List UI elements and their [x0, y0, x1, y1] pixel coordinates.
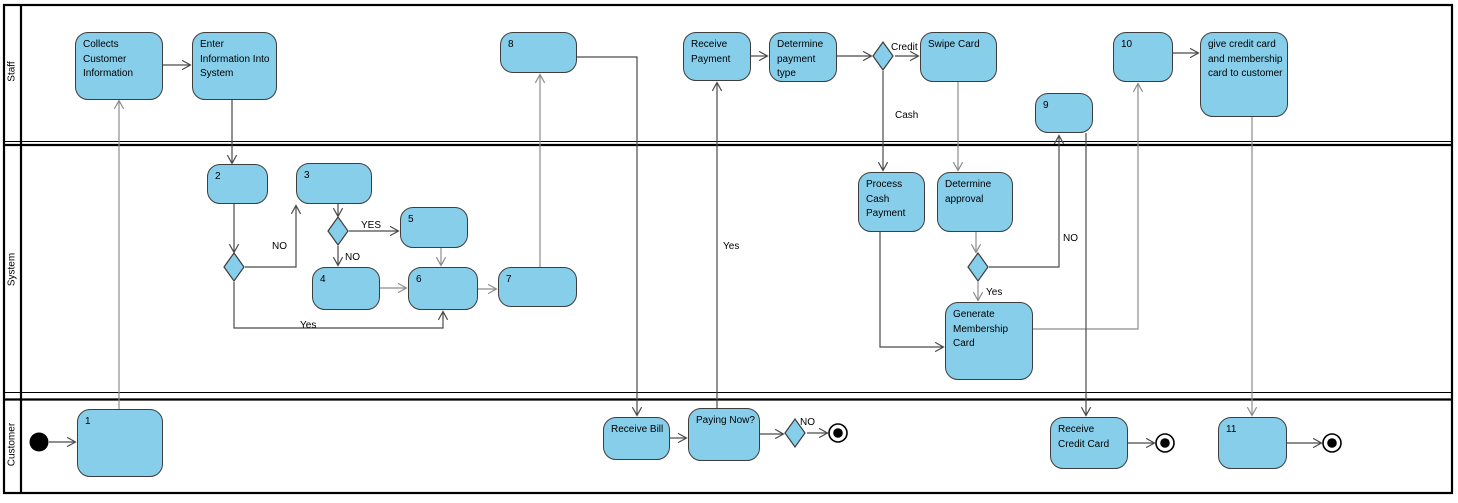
activity-label: 4 [320, 274, 326, 285]
decision-after-3[interactable] [327, 215, 349, 247]
end-node-2[interactable] [1155, 433, 1175, 453]
edge-decision-no-to-9[interactable] [989, 134, 1065, 268]
activity-label: Determine payment type [777, 39, 824, 79]
activity-node-activity-7[interactable]: 7 [498, 267, 577, 307]
edge-label-edge-decision2-no-to-3: NO [272, 241, 287, 252]
activity-label: Generate Membership Card [953, 309, 1009, 349]
swimlane-frame [2, 3, 1454, 495]
activity-node-collects-customer-information[interactable]: Collects Customer Information [75, 32, 163, 100]
decision-payment-type[interactable] [872, 40, 894, 72]
edge-decision2-yes-to-6[interactable] [233, 282, 449, 329]
activity-node-determine-approval[interactable]: Determine approval [937, 172, 1013, 232]
activity-label: 6 [416, 274, 422, 285]
activity-label: Paying Now? [696, 415, 755, 426]
activity-label: 11 [1226, 424, 1237, 435]
activity-label: 1 [85, 416, 91, 427]
edge-label-edge-decision2-yes-to-6: Yes [300, 320, 317, 331]
activity-node-activity-11[interactable]: 11 [1218, 417, 1287, 469]
activity-label: Receive Credit Card [1058, 424, 1110, 450]
activity-node-paying-now[interactable]: Paying Now? [688, 408, 760, 461]
activity-label: 10 [1121, 39, 1133, 50]
activity-node-activity-6[interactable]: 6 [408, 267, 478, 310]
activity-label: Swipe Card [928, 39, 980, 50]
activity-node-receive-bill[interactable]: Receive Bill [603, 417, 670, 460]
end-node-3[interactable] [1322, 433, 1342, 453]
activity-label: Receive Bill [611, 424, 664, 435]
edge-label-edge-decision-no-to-9: NO [1063, 233, 1078, 244]
activity-node-generate-membership-card[interactable]: Generate Membership Card [945, 302, 1033, 380]
activity-node-swipe-card[interactable]: Swipe Card [920, 32, 997, 82]
decision-approval[interactable] [967, 251, 989, 283]
edge-label-edge-decision-yes-to-generate: Yes [986, 287, 1003, 298]
activity-label: 9 [1043, 100, 1049, 111]
activity-node-enter-information-into-system[interactable]: Enter Information Into System [192, 32, 277, 100]
decision-paying-now[interactable] [784, 417, 806, 449]
activity-label: 3 [304, 170, 310, 181]
edge-label-edge-decision3-yes-to-5: YES [361, 220, 382, 231]
activity-label: 5 [408, 214, 414, 225]
activity-label: Determine approval [945, 179, 992, 205]
activity-label: Process Cash Payment [866, 179, 906, 219]
edge-process-cash-to-generate[interactable] [879, 232, 945, 353]
activity-node-process-cash-payment[interactable]: Process Cash Payment [858, 172, 925, 232]
activity-node-determine-payment-type[interactable]: Determine payment type [769, 32, 837, 82]
lane-label-system: System [6, 252, 18, 287]
activity-label: Enter Information Into System [200, 39, 270, 79]
activity-node-activity-5[interactable]: 5 [400, 207, 468, 248]
activity-label: Collects Customer Information [83, 39, 134, 79]
activity-node-activity-8[interactable]: 8 [500, 32, 577, 73]
activity-label: 7 [506, 274, 512, 285]
edge-label-edge-paying-now-yes-to-receive-payment: Yes [723, 241, 740, 252]
activity-node-activity-4[interactable]: 4 [312, 267, 380, 310]
end-node-1[interactable] [828, 423, 848, 443]
start-node[interactable] [29, 432, 49, 452]
activity-node-receive-credit-card[interactable]: Receive Credit Card [1050, 417, 1128, 469]
activity-node-activity-3[interactable]: 3 [296, 163, 372, 204]
edge-label-edge-decision-credit-to-swipe-card: Credit [891, 42, 918, 53]
edge-label-edge-decision-cash-to-process-cash: Cash [895, 110, 919, 121]
decision-after-2[interactable] [223, 251, 245, 283]
activity-node-activity-9[interactable]: 9 [1035, 93, 1093, 133]
edge-8-to-receive-bill[interactable] [577, 56, 643, 417]
lane-label-staff: Staff [6, 61, 18, 82]
activity-label: 2 [215, 171, 221, 182]
edge-label-edge-paying-now-no-to-end: NO [800, 417, 815, 428]
activity-node-activity-1[interactable]: 1 [77, 409, 163, 477]
edge-decision2-no-to-3[interactable] [245, 204, 302, 268]
activity-node-give-credit-card-and-membership-card-to-customer[interactable]: give credit card and membership card to … [1200, 32, 1288, 117]
activity-node-activity-10[interactable]: 10 [1113, 32, 1173, 82]
activity-node-receive-payment[interactable]: Receive Payment [683, 32, 751, 81]
lane-label-customer: Customer [6, 422, 18, 467]
activity-node-activity-2[interactable]: 2 [207, 164, 268, 204]
activity-label: give credit card and membership card to … [1208, 39, 1283, 79]
activity-label: Receive Payment [691, 39, 731, 65]
edge-label-edge-decision3-no-to-4: NO [345, 252, 360, 263]
edge-generate-to-10[interactable] [1033, 82, 1144, 330]
activity-label: 8 [508, 39, 514, 50]
